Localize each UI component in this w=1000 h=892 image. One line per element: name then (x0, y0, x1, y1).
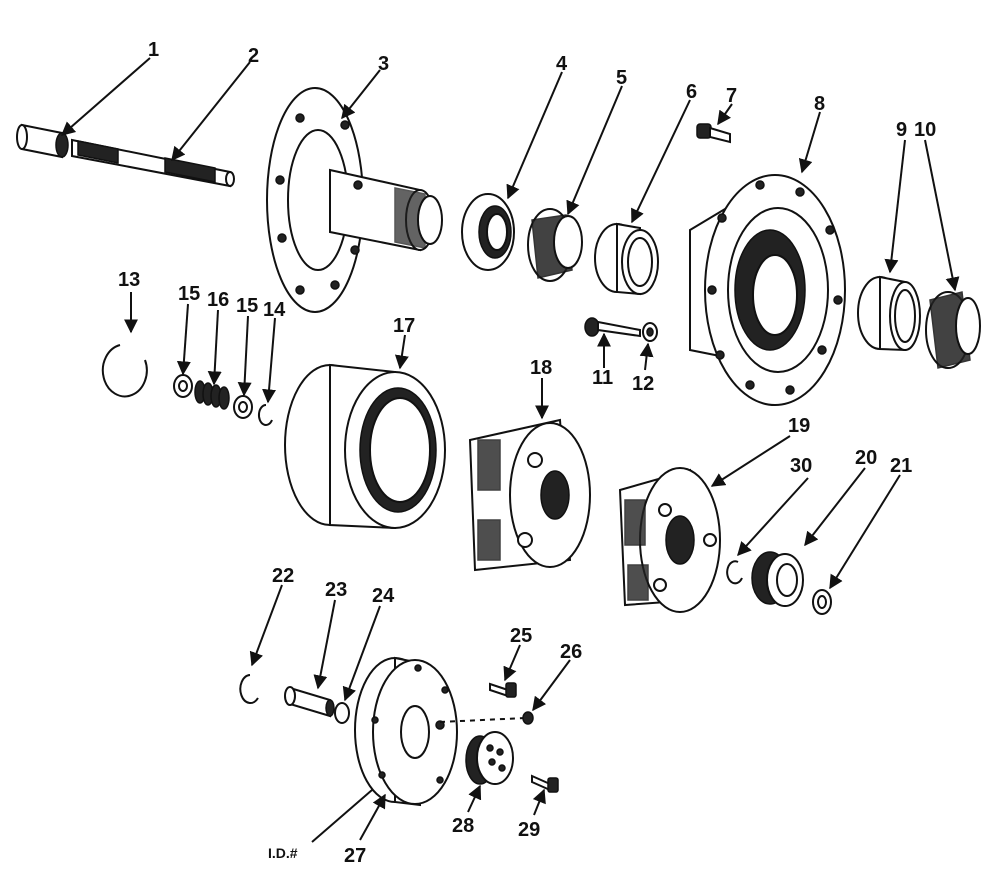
part-15-washer-b (233, 395, 253, 419)
callout-20: 20 (855, 447, 877, 469)
id-mark-label: I.D.# (268, 845, 298, 861)
part-3-spindle-flange (266, 87, 443, 313)
part-10-bearing-cone (925, 291, 981, 369)
part-5-bearing-cone (527, 208, 583, 282)
part-29-bolt (531, 774, 559, 793)
part-26-plug (522, 711, 534, 725)
callout-30: 30 (790, 455, 812, 477)
part-28-disconnect (465, 731, 514, 785)
part-24-o-ring (334, 702, 350, 724)
part-6-bearing-cup (594, 222, 659, 296)
part-7-bolt (696, 123, 731, 144)
part-4-seal (461, 193, 515, 271)
callout-17: 17 (393, 315, 415, 337)
callout-14: 14 (263, 299, 286, 321)
callout-24: 24 (372, 585, 395, 607)
part-18-planet-carrier (468, 418, 591, 572)
callout-22: 22 (272, 565, 294, 587)
part-1-sleeve (16, 123, 69, 159)
part-20-sun-gear (751, 551, 804, 607)
part-9-bearing-cup (857, 275, 921, 352)
callout-21: 21 (890, 455, 912, 477)
leader-lines (60, 57, 960, 843)
callout-28: 28 (452, 815, 474, 837)
callout-10: 10 (914, 119, 936, 141)
callout-labels: 1 2 3 4 5 6 7 8 9 10 11 12 13 14 15 16 1… (118, 39, 936, 867)
part-17-ring-gear (284, 363, 446, 530)
part-2-shaft (71, 138, 235, 188)
part-13-snap-ring (101, 344, 148, 398)
callout-7: 7 (726, 85, 737, 107)
part-19-planet-carrier (618, 467, 721, 613)
callout-23: 23 (325, 579, 347, 601)
part-16-spring (194, 380, 230, 410)
callout-8: 8 (814, 93, 825, 115)
part-14-retaining-ring (257, 403, 273, 426)
callout-18: 18 (530, 357, 552, 379)
part-23-pin (284, 686, 335, 718)
callout-26: 26 (560, 641, 582, 663)
part-25-bolt (489, 682, 517, 698)
callout-4: 4 (556, 53, 568, 75)
part-27-cover (354, 656, 526, 807)
callout-15b: 15 (236, 295, 258, 317)
part-8-hub (689, 174, 846, 406)
callout-9: 9 (896, 119, 907, 141)
callout-12: 12 (632, 373, 654, 395)
part-30-snap-ring (726, 560, 743, 585)
callout-13: 13 (118, 269, 140, 291)
callout-2: 2 (248, 45, 259, 67)
callout-1: 1 (148, 39, 159, 61)
callout-16: 16 (207, 289, 229, 311)
part-11-bolt (584, 317, 641, 338)
callout-27: 27 (344, 845, 366, 867)
part-22-clip (239, 674, 259, 704)
callout-11: 11 (592, 367, 613, 389)
callout-5: 5 (616, 67, 627, 89)
callout-6: 6 (686, 81, 697, 103)
part-15-washer-a (173, 374, 193, 398)
part-21-washer (812, 589, 832, 615)
callout-25: 25 (510, 625, 532, 647)
callout-3: 3 (378, 53, 389, 75)
callout-15a: 15 (178, 283, 200, 305)
part-12-washer (642, 322, 658, 342)
callout-29: 29 (518, 819, 540, 841)
callout-19: 19 (788, 415, 810, 437)
